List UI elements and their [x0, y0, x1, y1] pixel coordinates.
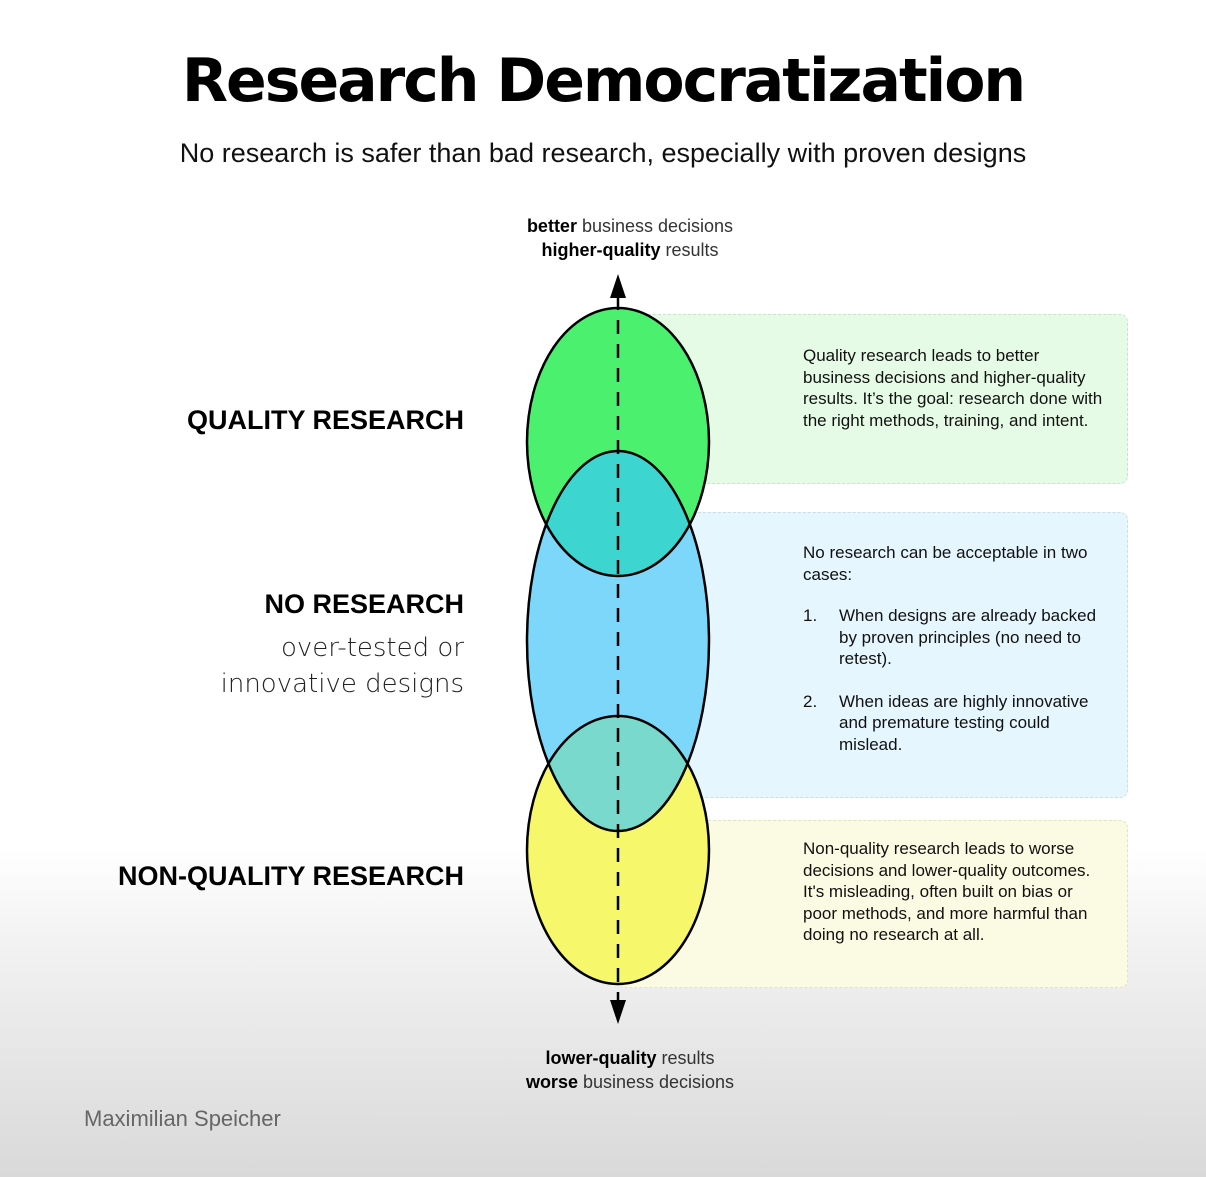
list-text: When ideas are highly innovative and pre…: [839, 691, 1089, 754]
axis-top-line1-bold: better: [526, 216, 577, 236]
axis-top-label: better business decisions higher-quality…: [420, 214, 840, 262]
axis-bottom-line1-bold: lower-quality: [545, 1048, 657, 1068]
quality-research-label: QUALITY RESEARCH: [186, 405, 464, 435]
axis-top-line2-rest: results: [660, 240, 719, 260]
axis-bottom-line2-rest: business decisions: [577, 1072, 735, 1092]
list-number: 1.: [803, 606, 818, 625]
non-quality-description: Non-quality research leads to worse deci…: [803, 839, 1091, 944]
no-research-sublabel-line2: innovative designs: [220, 669, 464, 699]
no-research-sublabel-line1: over-tested or: [281, 633, 464, 663]
axis-top-line1-rest: business decisions: [576, 216, 734, 236]
overlap-bottom: [527, 716, 709, 831]
arrow-up-icon: [610, 274, 626, 298]
list-item: 1. When designs are already backed by pr…: [803, 605, 1103, 670]
list-number: 2.: [803, 691, 818, 711]
axis-bottom-line1-rest: results: [656, 1048, 715, 1068]
axis-bottom-label: lower-quality results worse business dec…: [420, 1046, 840, 1094]
page-subtitle: No research is safer than bad research, …: [179, 138, 1027, 168]
list-text: When designs are already backed by prove…: [839, 606, 1097, 668]
overlap-top: [527, 451, 709, 576]
axis-top-line2-bold: higher-quality: [541, 240, 661, 260]
non-quality-research-label: NON-QUALITY RESEARCH: [117, 861, 464, 891]
quality-description: Quality research leads to better busines…: [803, 346, 1103, 430]
no-research-intro: No research can be acceptable in two cas…: [803, 543, 1088, 584]
no-research-label: NO RESEARCH: [264, 589, 464, 619]
arrow-down-icon: [610, 1000, 626, 1024]
author-credit: Maximilian Speicher: [84, 1106, 281, 1131]
no-research-description: No research can be acceptable in two cas…: [803, 542, 1103, 776]
no-research-sublabel: over-tested or innovative designs: [221, 630, 464, 702]
page-title: Research Democratization: [181, 46, 1026, 116]
axis-bottom-line2-bold: worse: [525, 1072, 578, 1092]
list-item: 2. When ideas are highly innovative and …: [803, 691, 1103, 756]
